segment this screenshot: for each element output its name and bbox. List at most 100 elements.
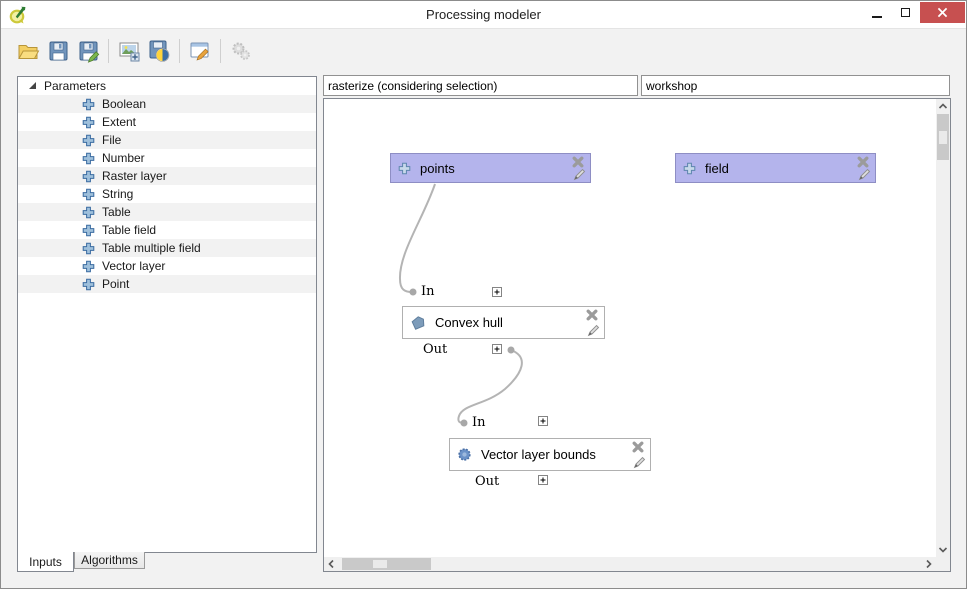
close-icon xyxy=(937,7,948,18)
add-plus-icon xyxy=(82,152,95,164)
toolbar-separator xyxy=(179,39,180,63)
tree-item-extent[interactable]: Extent xyxy=(18,113,316,131)
maximize-icon xyxy=(901,8,910,17)
vertical-scroll-thumb[interactable] xyxy=(937,114,949,160)
export-as-image-button[interactable] xyxy=(114,36,144,66)
horizontal-scroll-thumb[interactable] xyxy=(342,558,431,570)
window-title: Processing modeler xyxy=(426,7,541,22)
tree-item-label: Extent xyxy=(102,115,137,129)
tree-item-label: Vector layer xyxy=(102,259,166,273)
export-as-python-button[interactable] xyxy=(144,36,174,66)
input-plus-icon xyxy=(398,162,411,174)
chevron-left-icon xyxy=(328,559,334,569)
edit-model-help-button[interactable] xyxy=(185,36,215,66)
toolbar xyxy=(13,35,256,67)
scroll-up-button[interactable] xyxy=(936,99,950,113)
model-canvas-frame: points field xyxy=(323,98,951,572)
node-label: Vector layer bounds xyxy=(481,447,596,462)
toolbar-separator xyxy=(108,39,109,63)
edit-node-icon[interactable] xyxy=(587,324,600,337)
connections-layer xyxy=(398,183,523,427)
port-dot[interactable] xyxy=(460,419,468,427)
tree-item-string[interactable]: String xyxy=(18,185,316,203)
save-model-as-button[interactable] xyxy=(73,36,103,66)
add-plus-icon xyxy=(82,224,95,236)
export-python-icon xyxy=(149,40,170,62)
open-model-button[interactable] xyxy=(13,36,43,66)
delete-node-icon[interactable] xyxy=(857,156,869,168)
scroll-right-button[interactable] xyxy=(922,557,936,571)
tree-item-boolean[interactable]: Boolean xyxy=(18,95,316,113)
horizontal-scrollbar[interactable] xyxy=(324,557,936,571)
expand-plus-icon[interactable] xyxy=(492,287,502,297)
minimize-button[interactable] xyxy=(862,2,891,23)
tree-item-label: Table field xyxy=(102,223,157,237)
tree-root-parameters[interactable]: Parameters xyxy=(18,77,316,95)
model-group-input[interactable] xyxy=(641,75,950,96)
tree-item-table[interactable]: Table xyxy=(18,203,316,221)
run-gears-icon xyxy=(232,42,250,60)
scrollbar-corner xyxy=(936,557,950,571)
edit-node-icon[interactable] xyxy=(633,456,646,469)
edit-help-icon xyxy=(190,42,209,61)
convexhull-in-label: In xyxy=(421,284,435,299)
tree-item-file[interactable]: File xyxy=(18,131,316,149)
bounds-out-label: Out xyxy=(475,474,500,489)
add-plus-icon xyxy=(82,134,95,146)
tree-item-number[interactable]: Number xyxy=(18,149,316,167)
algorithm-node-vector-layer-bounds[interactable]: Vector layer bounds xyxy=(449,438,651,471)
run-model-button[interactable] xyxy=(226,36,256,66)
connection-points-to-convexhull xyxy=(398,183,436,293)
tab-inputs[interactable]: Inputs xyxy=(17,552,74,572)
scroll-left-button[interactable] xyxy=(324,557,338,571)
model-canvas[interactable]: points field xyxy=(324,99,936,557)
expand-triangle-icon[interactable] xyxy=(29,81,36,89)
maximize-button[interactable] xyxy=(891,2,920,23)
tab-algorithms[interactable]: Algorithms xyxy=(74,552,145,569)
model-name-input[interactable] xyxy=(323,75,638,96)
tab-algorithms-label: Algorithms xyxy=(81,553,138,567)
close-button[interactable] xyxy=(920,2,965,23)
delete-node-icon[interactable] xyxy=(586,309,598,321)
tree-item-label: Boolean xyxy=(102,97,147,111)
delete-node-icon[interactable] xyxy=(632,441,644,453)
tree-item-vector-layer[interactable]: Vector layer xyxy=(18,257,316,275)
chevron-up-icon xyxy=(938,103,948,109)
edit-node-icon[interactable] xyxy=(858,168,871,181)
tree-item-label: File xyxy=(102,133,122,147)
delete-node-icon[interactable] xyxy=(572,156,584,168)
tree-item-table-multiple-field[interactable]: Table multiple field xyxy=(18,239,316,257)
vertical-scrollbar[interactable] xyxy=(936,99,950,557)
folder-open-icon xyxy=(18,45,40,59)
save-model-button[interactable] xyxy=(43,36,73,66)
add-plus-icon xyxy=(82,170,95,182)
port-dot[interactable] xyxy=(409,288,417,296)
expand-plus-icon[interactable] xyxy=(538,475,548,485)
minimize-icon xyxy=(871,15,882,18)
scroll-thumb-grip xyxy=(939,131,947,144)
convexhull-out-label: Out xyxy=(423,342,448,357)
tree-item-point[interactable]: Point xyxy=(18,275,316,293)
node-label: Convex hull xyxy=(435,315,503,330)
algorithm-node-convex-hull[interactable]: Convex hull xyxy=(402,306,605,339)
add-plus-icon xyxy=(82,188,95,200)
scroll-down-button[interactable] xyxy=(936,543,950,557)
connection-convexhull-to-bounds xyxy=(457,349,523,424)
tree-item-label: Table xyxy=(102,205,131,219)
inputs-tree-panel: Parameters Boolean Extent File Number Ra… xyxy=(17,76,317,553)
tree-item-raster-layer[interactable]: Raster layer xyxy=(18,167,316,185)
input-node-field[interactable]: field xyxy=(675,153,876,183)
titlebar: Processing modeler xyxy=(1,1,966,29)
edit-node-icon[interactable] xyxy=(573,168,586,181)
tree-item-table-field[interactable]: Table field xyxy=(18,221,316,239)
port-dot[interactable] xyxy=(507,346,515,354)
tree-root-label: Parameters xyxy=(44,79,107,93)
save-icon xyxy=(49,41,68,61)
input-node-points[interactable]: points xyxy=(390,153,591,183)
expand-plus-icon[interactable] xyxy=(492,344,502,354)
layer-bounds-gear-icon xyxy=(458,448,471,461)
expand-plus-icon[interactable] xyxy=(538,416,548,426)
save-as-icon xyxy=(79,41,100,63)
input-plus-icon xyxy=(683,162,696,174)
